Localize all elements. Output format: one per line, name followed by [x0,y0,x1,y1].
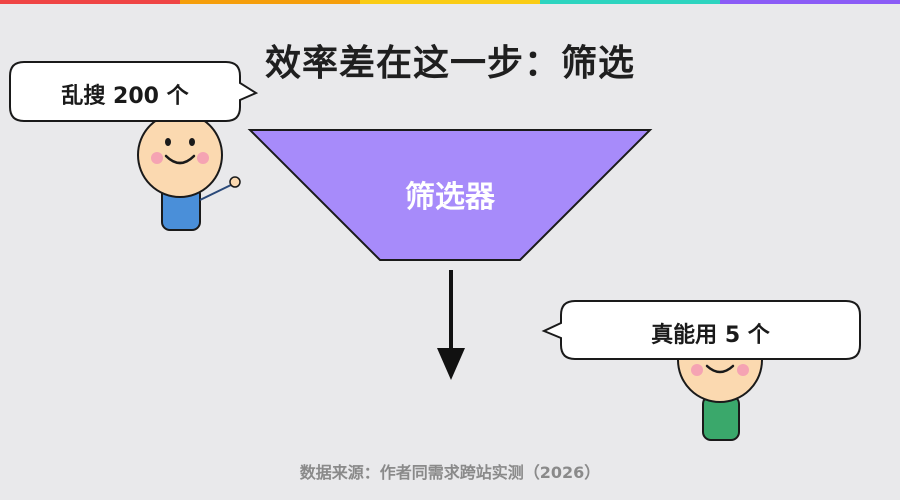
top-bar-segment-red [0,0,180,4]
right-bubble-text: 真能用 5 个 [651,323,770,348]
top-bar-segment-orange [180,0,360,4]
right-character-smile [705,364,735,374]
right-character-cheek-right [737,364,749,376]
left-bubble-text: 乱搜 200 个 [61,84,189,109]
page-title: 效率差在这一步：筛选 [264,43,635,84]
left-character-cheek-right [197,152,209,164]
left-character-cheek-left [151,152,163,164]
right-character-cheek-left [691,364,703,376]
top-bar-segment-teal [540,0,720,4]
right-speech-bubble [541,300,861,360]
left-character-hand [229,176,241,188]
left-character [137,112,241,231]
top-color-bar [0,0,900,4]
left-speech-bubble [9,61,259,122]
funnel-label: 筛选器 [405,180,495,215]
funnel-shape [247,129,653,261]
down-arrow [437,270,465,380]
source-note: 数据来源：作者同需求跨站实测（2026） [299,463,601,482]
left-character-smile [164,154,196,165]
left-character-arm [199,183,234,201]
left-character-head [137,112,223,198]
top-bar-segment-purple [720,0,900,4]
left-character-eye-right [189,138,195,146]
left-character-eye-left [165,138,171,146]
top-bar-segment-yellow [360,0,540,4]
